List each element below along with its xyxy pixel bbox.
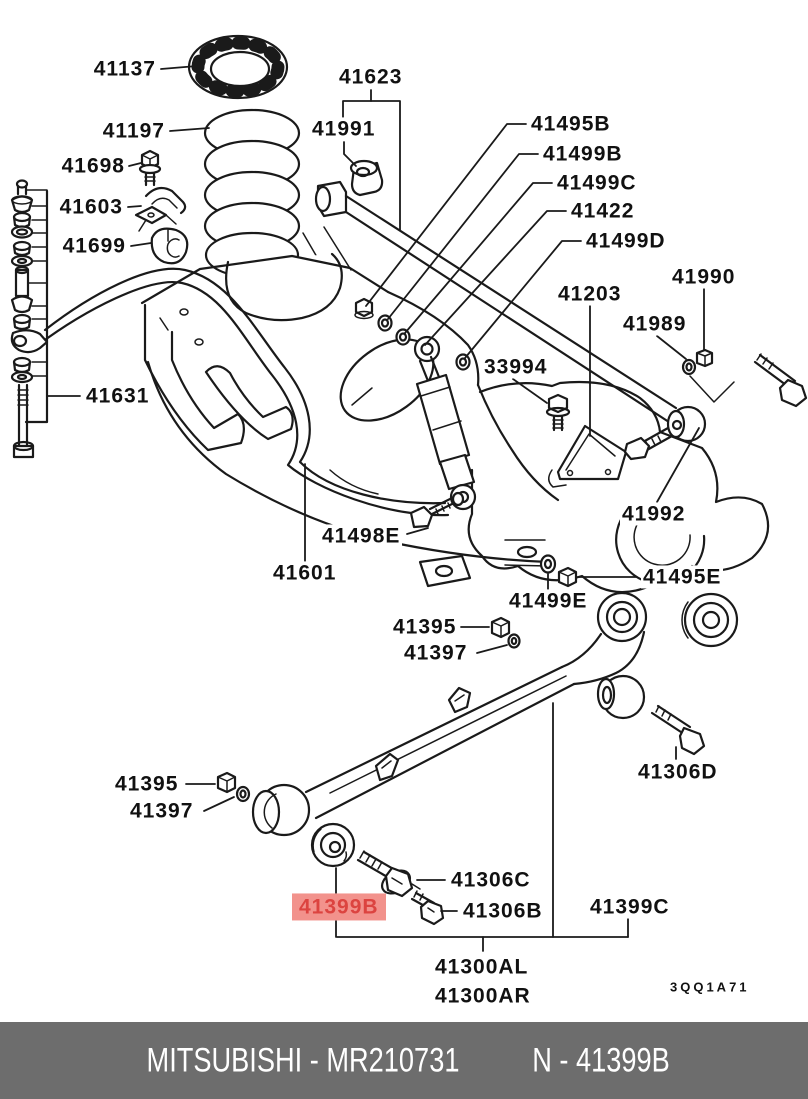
bolt-41992-lower bbox=[623, 426, 674, 461]
trailing-arm bbox=[251, 591, 739, 837]
part-label-41306D: 41306D bbox=[636, 760, 720, 784]
part-label-41203: 41203 bbox=[556, 282, 624, 306]
part-label-41495B: 41495B bbox=[529, 112, 613, 136]
part-label-41395: 41395 bbox=[113, 772, 181, 796]
part-label-41422: 41422 bbox=[569, 199, 637, 223]
bolt-41992-upper bbox=[753, 353, 808, 408]
footer-part-reference: MITSUBISHI - MR210731 bbox=[146, 1041, 460, 1079]
leader-line-41698 bbox=[128, 162, 142, 167]
part-label-41991: 41991 bbox=[310, 117, 378, 141]
nut-washer-upper bbox=[490, 616, 521, 649]
leader-line-41137 bbox=[160, 65, 198, 70]
part-label-41495E: 41495E bbox=[641, 565, 724, 589]
part-label-41603: 41603 bbox=[57, 195, 125, 219]
nut-washer-lower bbox=[216, 771, 251, 803]
part-labels: 41137 41197 41698 41603 41699 41631 41623 41991… bbox=[57, 57, 752, 1008]
part-label-41499E: 41499E bbox=[507, 589, 590, 613]
rod-bushing-41991 bbox=[349, 159, 384, 197]
part-label-41300AR: 41300AR bbox=[433, 984, 533, 1008]
part-label-41397: 41397 bbox=[128, 799, 196, 823]
part-label-41499C: 41499C bbox=[555, 171, 639, 195]
leader-line-41989 bbox=[656, 335, 687, 360]
leader-line-41992 bbox=[656, 427, 700, 503]
leader-line-41991 bbox=[343, 141, 357, 167]
footer-bar: MITSUBISHI - MR210731 N - 41399B bbox=[0, 1022, 808, 1099]
leader-line-41397 bbox=[476, 644, 508, 654]
shock-absorber bbox=[413, 335, 477, 511]
bolt-41306C bbox=[356, 850, 421, 898]
bolt-41306B bbox=[410, 890, 445, 926]
leader-line-41499D bbox=[464, 240, 582, 359]
part-label-41623: 41623 bbox=[337, 65, 405, 89]
diagram-line-art bbox=[10, 34, 808, 952]
part-label-41601: 41601 bbox=[271, 561, 339, 585]
washer-nut-41499E bbox=[539, 554, 578, 588]
lateral-rod bbox=[314, 180, 707, 443]
stabilizer-link-stack bbox=[10, 179, 49, 459]
part-label-41990: 41990 bbox=[670, 265, 738, 289]
suspension-drawing bbox=[10, 34, 808, 926]
bolt-41498E bbox=[409, 491, 465, 529]
part-label-41992: 41992 bbox=[620, 502, 688, 526]
leader-line-41623 bbox=[342, 100, 401, 231]
part-label-41197: 41197 bbox=[100, 119, 167, 143]
part-label-41399C: 41399C bbox=[588, 895, 672, 919]
leader-line-41397 bbox=[203, 796, 235, 812]
leader-line-41495B bbox=[365, 123, 527, 307]
stabilizer-bar bbox=[36, 267, 472, 588]
part-label-41306C: 41306C bbox=[449, 868, 533, 892]
crossmember bbox=[140, 252, 560, 564]
leader-line-41499B bbox=[387, 153, 539, 320]
bushing-41306D bbox=[596, 674, 706, 756]
part-label-41399B: 41399B bbox=[292, 893, 386, 921]
nut-washer-41990 bbox=[681, 348, 735, 403]
spring-seat-ring bbox=[187, 34, 289, 100]
bolt-33994 bbox=[545, 393, 571, 432]
bolt-41698 bbox=[138, 149, 162, 187]
part-label-41498E: 41498E bbox=[320, 524, 403, 548]
bushing-41699 bbox=[150, 227, 189, 265]
bracket-41603 bbox=[134, 186, 187, 232]
leader-line-33994 bbox=[512, 378, 548, 404]
part-label-41306B: 41306B bbox=[461, 899, 545, 923]
part-label-41499B: 41499B bbox=[541, 142, 625, 166]
coil-spring bbox=[203, 108, 301, 279]
part-label-41137: 41137 bbox=[91, 57, 158, 81]
part-label-41698: 41698 bbox=[59, 154, 127, 178]
leader-line-41699 bbox=[130, 242, 152, 247]
part-label-33994: 33994 bbox=[482, 355, 550, 379]
leader-line-41499C bbox=[404, 182, 553, 334]
part-label-41395: 41395 bbox=[391, 615, 459, 639]
part-label-41699: 41699 bbox=[60, 234, 128, 258]
footer-part-number: N - 41399B bbox=[532, 1041, 670, 1079]
leader-line-41498E bbox=[406, 527, 429, 535]
part-label-41499D: 41499D bbox=[584, 229, 668, 253]
part-label-41397: 41397 bbox=[402, 641, 470, 665]
axle-housing bbox=[467, 380, 770, 594]
leader-line-41197 bbox=[169, 127, 210, 132]
part-label-41631: 41631 bbox=[84, 384, 152, 408]
part-label-41989: 41989 bbox=[621, 312, 689, 336]
leader-line-41422 bbox=[424, 210, 567, 346]
diagram-code-3QQ1A71: 3QQ1A71 bbox=[668, 979, 752, 995]
part-label-41300AL: 41300AL bbox=[433, 955, 531, 979]
leader-line-41603 bbox=[127, 205, 142, 208]
leader-lines bbox=[46, 65, 705, 952]
bushing-41399B bbox=[310, 822, 356, 868]
